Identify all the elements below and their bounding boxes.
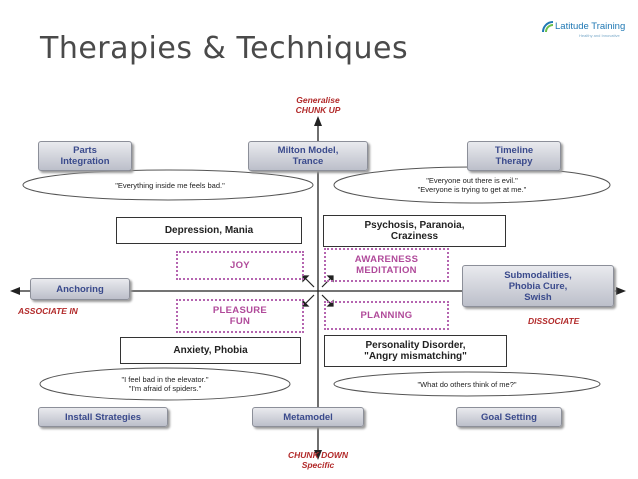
logo-text: Latitude Training (555, 21, 626, 32)
speech-bubble-bottom-left (39, 367, 291, 401)
speech-bubble-top-left (22, 169, 314, 201)
axis-label-top-line2: CHUNK UP (295, 105, 341, 115)
center-arrows (302, 275, 334, 307)
technique-anchoring: Anchoring (30, 278, 130, 300)
state-pleasure: PLEASURE FUN (176, 299, 304, 333)
axis-label-bottom-line1: CHUNK DOWN (288, 450, 348, 460)
technique-parts-integration: Parts Integration (38, 141, 132, 171)
technique-goal-setting: Goal Setting (456, 407, 562, 427)
axis-label-bottom: CHUNK DOWN Specific (278, 450, 358, 470)
condition-depression: Depression, Mania (116, 217, 302, 244)
state-joy: JOY (176, 251, 304, 280)
technique-timeline-therapy: Timeline Therapy (467, 141, 561, 171)
logo-arc-icon (542, 21, 554, 33)
quote-bottom-right: "What do others think of me?" (417, 380, 517, 389)
axis-label-top: Generalise CHUNK UP (283, 95, 353, 115)
technique-milton-model: Milton Model, Trance (248, 141, 368, 171)
axis-arrow-down (314, 450, 322, 460)
technique-submodalities: Submodalities, Phobia Cure, Swish (462, 265, 614, 307)
logo: Latitude Training Healthy and Innovative (541, 20, 625, 42)
technique-metamodel: Metamodel (252, 407, 364, 427)
page-title: Therapies & Techniques (40, 31, 409, 66)
axis-label-left: ASSOCIATE IN (18, 306, 78, 316)
quote-bottom-left: "I feel bad in the elevator." "I'm afrai… (121, 375, 209, 393)
state-awareness: AWARENESS MEDITATION (324, 248, 449, 282)
axis-label-top-line1: Generalise (296, 95, 340, 105)
quote-top-left: "Everything inside me feels bad." (115, 181, 225, 190)
condition-personality: Personality Disorder, "Angry mismatching… (324, 335, 507, 367)
condition-psychosis: Psychosis, Paranoia, Craziness (323, 215, 506, 247)
state-planning: PLANNING (324, 301, 449, 330)
quote-top-right: "Everyone out there is evil." "Everyone … (417, 176, 527, 194)
axis-arrow-up (314, 116, 322, 126)
axis-arrow-left (10, 287, 20, 295)
speech-bubble-bottom-right (333, 371, 601, 397)
condition-anxiety: Anxiety, Phobia (120, 337, 301, 364)
logo-tagline: Healthy and Innovative (579, 33, 620, 38)
axis-label-bottom-line2: Specific (301, 460, 335, 470)
axis-label-right: DISSOCIATE (528, 316, 580, 326)
axis-arrow-right (616, 287, 626, 295)
technique-install-strategies: Install Strategies (38, 407, 168, 427)
